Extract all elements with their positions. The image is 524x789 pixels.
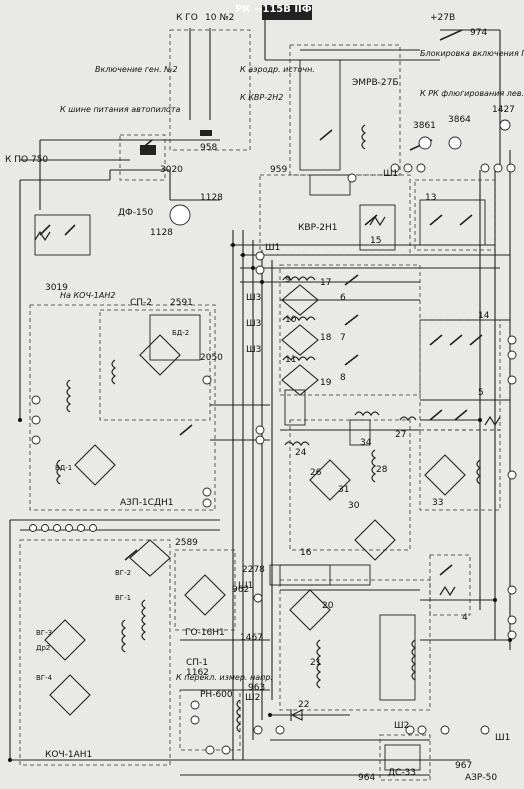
dashed-blocks [19, 29, 501, 781]
coils [34, 124, 501, 733]
num-20: 20 [322, 601, 334, 611]
label-sh1d: Ш1 [495, 733, 510, 743]
label-na-koch: На КОЧ-1АН2 [60, 291, 115, 300]
ref-2591: 2591 [170, 298, 193, 308]
label-ds33: ДС-33 [388, 768, 416, 778]
ref-1128b: 1128 [150, 228, 173, 238]
num-7: 7 [340, 333, 346, 343]
num-24: 24 [295, 448, 307, 458]
num-8: 8 [340, 373, 346, 383]
label-df150: ДФ-150 [118, 208, 153, 218]
ref-3864: 3864 [448, 115, 471, 125]
label-bus-27: +27В [430, 13, 455, 23]
label-k-po750: К ПО 750 [5, 155, 48, 165]
label-azr50: АЗР-50 [465, 773, 497, 783]
label-sp1: СП-1 [186, 658, 208, 668]
ref-1162: 1162 [186, 668, 209, 678]
num-27: 27 [395, 430, 406, 440]
label-sh3c: Ш3 [246, 345, 261, 355]
num-11: 11 [285, 355, 296, 365]
num-33: 33 [432, 498, 443, 508]
label-bd1: БД-1 [55, 464, 72, 472]
ref-964: 964 [358, 773, 375, 783]
label-emrv: ЭМРВ-27Б [352, 78, 399, 88]
num-14: 14 [478, 311, 490, 321]
label-dr2: Др2 [36, 644, 50, 652]
label-k-kvr: К КВР-2Н2 [240, 93, 283, 102]
ref-963: 963 [248, 683, 265, 693]
label-sh1c: Ш1 [238, 581, 253, 591]
terminals [29, 119, 517, 755]
ref-958: 958 [200, 143, 217, 153]
ref-1467: 1467 [240, 633, 263, 643]
ref-967: 967 [455, 761, 472, 771]
connector-rk [262, 5, 312, 20]
num-9: 9 [285, 275, 291, 285]
label-k-rk: К РК флюгирования лев. двигателя [420, 89, 524, 98]
ref-2050: 2050 [200, 353, 223, 363]
relay-958 [200, 130, 212, 136]
ref-2278: 2278 [242, 565, 265, 575]
num-21: 21 [310, 658, 321, 668]
label-vg3: ВГ-3 [36, 629, 52, 637]
label-kvr: КВР-2Н1 [298, 223, 337, 233]
label-k-aerodr: К аэродр. источн. [240, 65, 315, 74]
num-17: 17 [320, 278, 331, 288]
num-10: 10 [285, 315, 297, 325]
label-sh1b: Ш1 [383, 169, 398, 179]
label-vg4: ВГ-4 [36, 674, 53, 682]
num-6: 6 [340, 293, 346, 303]
diodes [270, 709, 350, 721]
ref-1427: 1427 [492, 105, 515, 115]
label-sh1: Ш1 [265, 243, 280, 253]
num-19: 19 [320, 378, 332, 388]
ref-959: 959 [270, 165, 287, 175]
num-16: 16 [300, 548, 312, 558]
label-rn600: РН-600 [200, 690, 233, 700]
label-k-go: К ГО [176, 13, 198, 23]
num-34: 34 [360, 438, 372, 448]
switch-contacts [39, 29, 483, 576]
bridge-rectifiers [44, 284, 466, 716]
label-bd2: БД-2 [172, 329, 189, 337]
solid-boxes [34, 59, 486, 771]
label-sh2: Ш2 [245, 693, 260, 703]
num-18: 18 [320, 333, 332, 343]
label-r974: 974 [470, 28, 487, 38]
ref-962: 962 [232, 585, 249, 595]
num-4: 4 [462, 613, 468, 623]
ref-1128a: 1128 [200, 193, 223, 203]
label-go16: ГО-16Н1 [185, 628, 225, 638]
num-30: 30 [348, 501, 360, 511]
label-vg2: ВГ-2 [115, 569, 131, 577]
junctions [8, 243, 512, 762]
num-15: 15 [370, 236, 381, 246]
num-5: 5 [478, 388, 484, 398]
label-k-perekl: К перекл. измер. напр. [176, 673, 273, 682]
main-wiring [9, 20, 511, 776]
label-bus-115: РК ~115В IIФ [235, 4, 312, 15]
label-sh2b: Ш2 [394, 721, 409, 731]
num-26: 26 [310, 468, 322, 478]
label-vg1: ВГ-1 [115, 594, 131, 602]
label-azp: АЗП-1СДН1 [120, 498, 173, 508]
num-13: 13 [425, 193, 436, 203]
label-sp2: СП-2 [130, 298, 152, 308]
label-10n2: 10 №2 [205, 13, 234, 23]
label-k-shine: К шине питания автопилота [60, 105, 180, 114]
ref-2589: 2589 [175, 538, 198, 548]
num-31: 31 [338, 485, 349, 495]
label-sh3b: Ш3 [246, 319, 261, 329]
label-blok: Блокировка включения ПО-750 [420, 49, 524, 58]
num-28: 28 [376, 465, 388, 475]
num-22: 22 [298, 700, 309, 710]
label-koch: КОЧ-1АН1 [45, 750, 92, 760]
ref-3861: 3861 [413, 121, 436, 131]
ref-3020: 3020 [160, 165, 183, 175]
relay-3020 [140, 145, 156, 155]
label-vkl-gen: Включение ген. №2 [95, 65, 178, 74]
label-sh3a: Ш3 [246, 293, 261, 303]
ref-3019: 3019 [45, 283, 68, 293]
